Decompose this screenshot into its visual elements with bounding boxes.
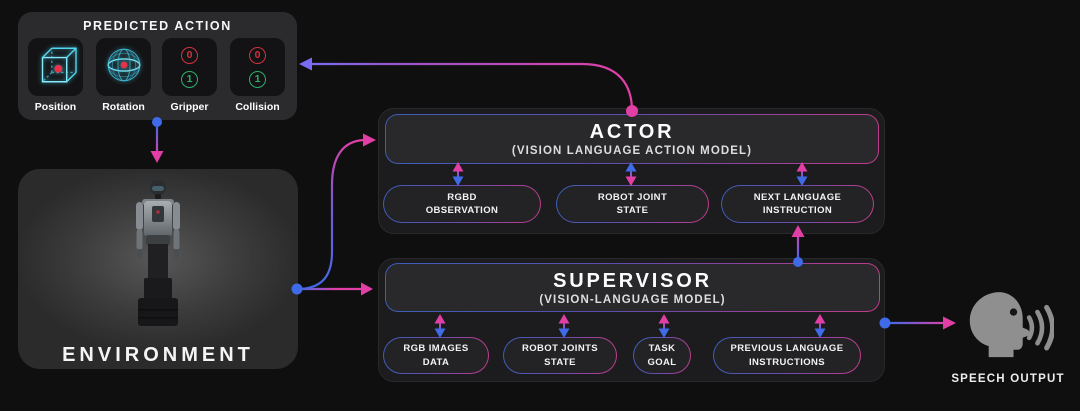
speech-output-label: SPEECH OUTPUT [951,373,1065,385]
environment-label: ENVIRONMENT [62,344,254,366]
sound-waves-icon [1026,304,1056,351]
speaking-head-icon [962,287,1056,361]
gripper-open-value: 0 [181,46,198,64]
cube-icon [30,38,82,97]
gripper-closed-value: 1 [181,70,198,88]
position-tile [28,38,83,96]
pill-label: RGB IMAGES DATA [403,343,469,368]
supervisor-input-rgb-images-data: RGB IMAGES DATA [383,337,489,374]
predicted-action-title: PREDICTED ACTION [83,19,232,33]
gripper-tile: 0 1 [162,38,217,96]
supervisor-input-robot-joints-state: ROBOT JOINTS STATE [503,337,617,374]
supervisor-input-previous-language-instructions: PREVIOUS LANGUAGE INSTRUCTIONS [713,337,861,374]
arrow-predicted-action-to-environment [150,117,164,163]
position-label: Position [34,101,77,113]
actor-input-rgbd-observation: RGBD OBSERVATION [383,185,541,223]
pill-label: TASK GOAL [647,343,677,368]
gripper-label: Gripper [170,101,209,113]
supervisor-header: SUPERVISOR (VISION-LANGUAGE MODEL) [385,263,880,312]
rotation-tile [96,38,151,96]
arrow-environment-to-actor [296,133,376,291]
humanoid-robot-image [113,176,203,332]
collision-no-value: 0 [249,46,266,64]
actor-title: ACTOR [589,121,675,143]
collision-yes-value: 1 [249,70,266,88]
pill-label: NEXT LANGUAGE INSTRUCTION [753,191,842,216]
pill-label: ROBOT JOINT STATE [597,191,668,216]
supervisor-input-task-goal: TASK GOAL [633,337,691,374]
actor-subtitle: (VISION LANGUAGE ACTION MODEL) [511,145,753,157]
pill-label: PREVIOUS LANGUAGE INSTRUCTIONS [730,343,844,368]
collision-binary-icon: 0 1 [249,46,266,88]
rotation-label: Rotation [102,101,145,113]
actor-header: ACTOR (VISION LANGUAGE ACTION MODEL) [385,114,879,164]
arrow-supervisor-to-speech-output [879,316,956,330]
collision-tile: 0 1 [230,38,285,96]
supervisor-subtitle: (VISION-LANGUAGE MODEL) [539,293,726,306]
supervisor-title: SUPERVISOR [553,269,712,292]
pill-label: ROBOT JOINTS STATE [521,343,599,368]
actor-input-robot-joint-state: ROBOT JOINT STATE [556,185,709,223]
pill-label: RGBD OBSERVATION [425,191,499,216]
arrow-environment-to-supervisor [291,282,373,296]
gripper-binary-icon: 0 1 [181,46,198,88]
actor-input-next-language-instruction: NEXT LANGUAGE INSTRUCTION [721,185,874,223]
collision-label: Collision [235,101,280,113]
sphere-icon [98,38,150,97]
